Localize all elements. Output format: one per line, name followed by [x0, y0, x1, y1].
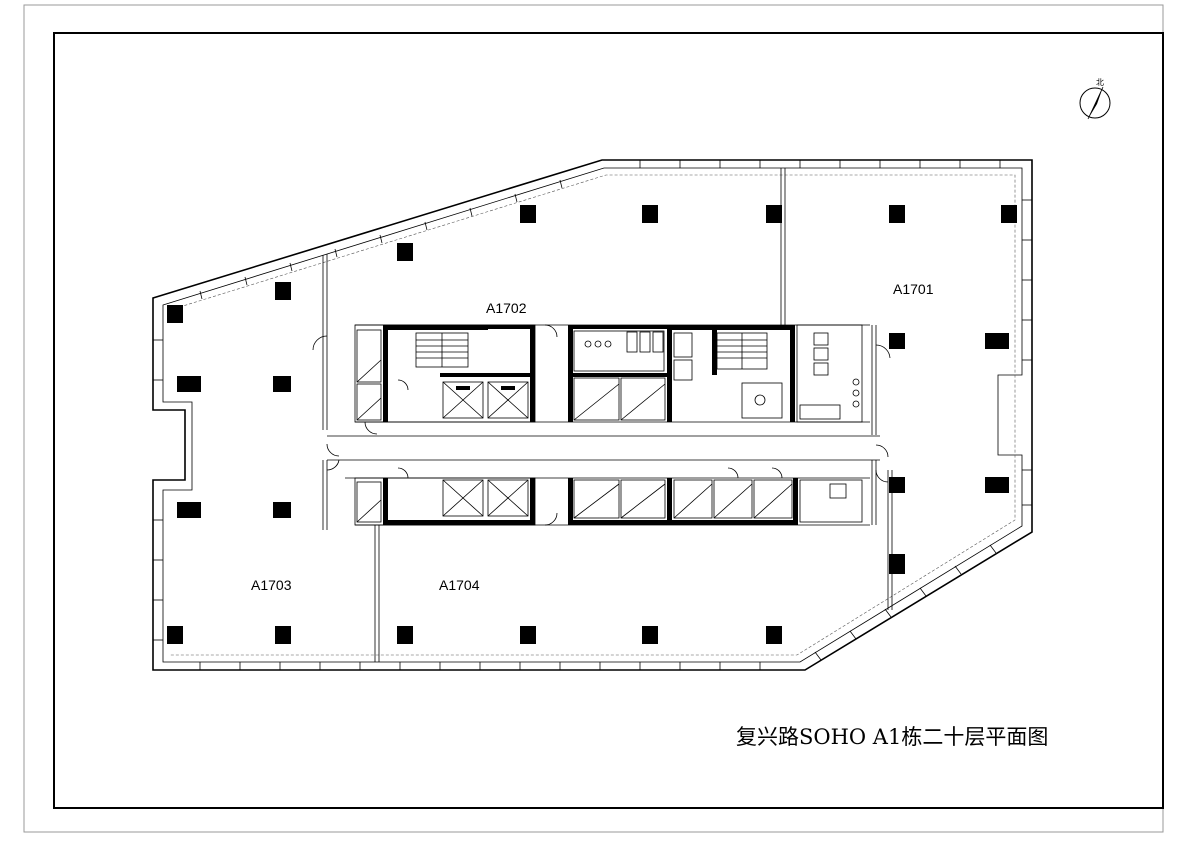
building-envelope	[152, 159, 1033, 671]
north-label: 北	[1096, 78, 1104, 87]
north-arrow-icon: 北	[1079, 78, 1111, 120]
toilet-icon	[573, 330, 665, 372]
core-upper	[354, 324, 863, 423]
unit-label-a1703: A1703	[251, 577, 292, 593]
unit-label-a1701: A1701	[893, 281, 934, 297]
door-swing-icon	[312, 324, 891, 526]
elevator-icon	[442, 381, 529, 419]
sheet-outer-border	[23, 4, 1164, 833]
unit-partitions	[322, 168, 893, 662]
sheet-frame	[53, 32, 1164, 809]
core-lower	[354, 477, 863, 526]
stair-icon	[415, 332, 469, 368]
unit-label-a1704: A1704	[439, 577, 480, 593]
drawing-title: 复兴路SOHO A1栋二十层平面图	[736, 725, 1048, 749]
structural-columns	[167, 205, 1017, 644]
unit-label-a1702: A1702	[486, 300, 527, 316]
